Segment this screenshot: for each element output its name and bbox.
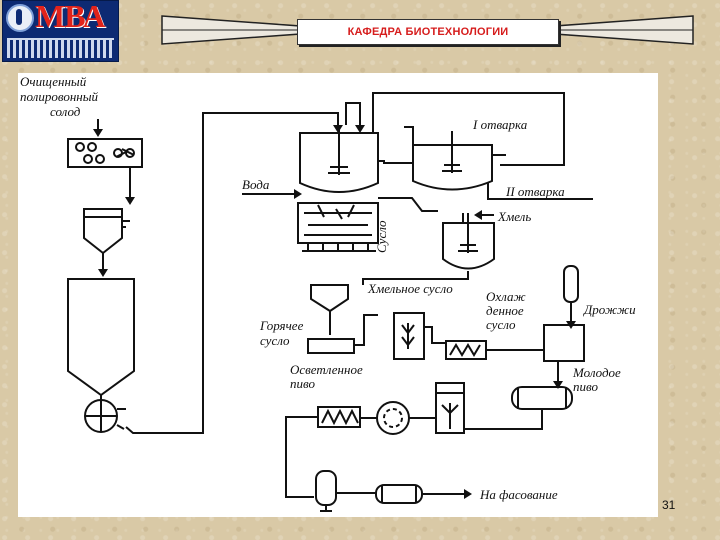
header-decoration xyxy=(161,15,694,45)
mash-return-line xyxy=(345,102,361,129)
building-icon xyxy=(7,38,114,58)
hopped-wort-line xyxy=(362,271,469,285)
hop-separator xyxy=(310,284,349,313)
hot-wort-line xyxy=(354,314,378,346)
cooled-wort-label-line3: сусло xyxy=(486,317,516,332)
boil1-label: I отварка xyxy=(472,117,528,132)
centrifuge xyxy=(376,401,410,435)
to-bottling-label: На фасование xyxy=(479,487,558,502)
emblem-icon xyxy=(6,4,34,32)
hot-wort-label-line2: сусло xyxy=(260,333,290,348)
brewing-process-diagram: Очищенный полировонный солод I отварка I… xyxy=(18,73,658,517)
header-title: КАФЕДРА БИОТЕХНОЛОГИИ xyxy=(297,19,559,45)
cooled-wort-label-line1: Охлаж xyxy=(486,289,526,304)
malt-label-line2: полировонный xyxy=(20,89,99,104)
young-beer-label-line2: пиво xyxy=(573,379,598,394)
mba-logo: МВА xyxy=(2,0,119,62)
beer-to-storage-line xyxy=(285,416,318,498)
wort-transfer-line xyxy=(378,197,438,212)
whirlpool-outlet-line xyxy=(424,326,446,344)
young-beer-label-line1: Молодое xyxy=(572,365,621,380)
second-boil-line xyxy=(487,183,593,200)
mash-feed-line xyxy=(125,112,339,434)
hot-wort-label-line1: Горячее xyxy=(259,318,304,333)
boil2-label: II отварка xyxy=(505,184,565,199)
mash-tun-1 xyxy=(299,132,379,193)
lauter-tun xyxy=(297,202,379,244)
beer-filter xyxy=(435,392,465,434)
wort-kettle xyxy=(442,222,495,270)
clarified-beer-label-line2: пиво xyxy=(290,376,315,391)
cooled-wort-label-line2: денное xyxy=(486,303,524,318)
steeping-tank xyxy=(67,278,135,397)
yeast-label: Дрожжи xyxy=(582,302,636,317)
hopped-wort-label: Хмельное сусло xyxy=(367,281,453,296)
mash-tun-2 xyxy=(412,144,493,191)
wort-label: Сусло xyxy=(374,220,389,253)
malt-label: Очищенный полировонный солод xyxy=(20,74,99,119)
maturation-tank xyxy=(511,386,573,410)
first-boil-line xyxy=(372,92,565,166)
water-label: Вода xyxy=(242,177,270,192)
hot-wort-collector xyxy=(307,338,355,354)
clarified-beer-label-line1: Осветленное xyxy=(290,362,363,377)
page-number: 31 xyxy=(662,498,676,512)
beer-return-line xyxy=(464,409,543,430)
yeast-vessel xyxy=(563,265,579,303)
whirlpool-separator xyxy=(393,312,425,360)
fermentation-tank xyxy=(543,324,585,362)
malt-label-line1: Очищенный xyxy=(20,74,87,89)
logo-text: МВА xyxy=(35,0,106,34)
hops-label: Хмель xyxy=(497,209,531,224)
storage-tank xyxy=(315,470,337,506)
malt-label-line3: солод xyxy=(50,104,81,119)
malt-mill xyxy=(67,138,143,168)
